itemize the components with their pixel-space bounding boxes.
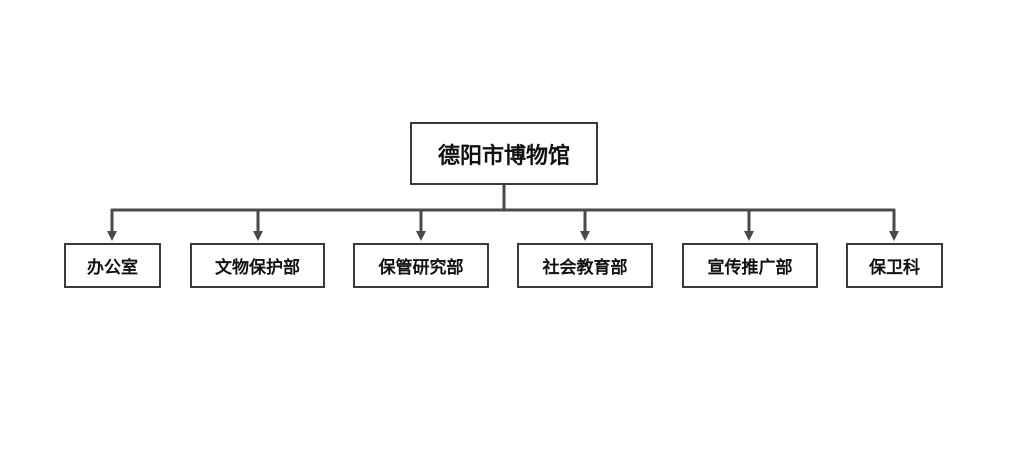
root-node-label: 德阳市博物馆	[437, 143, 570, 169]
department-node-relic-protection: 文物保护部	[190, 243, 325, 288]
department-label: 社会教育部	[542, 258, 628, 278]
department-label: 文物保护部	[215, 258, 300, 278]
department-label: 保管研究部	[378, 258, 464, 278]
department-label: 办公室	[87, 258, 138, 278]
root-node: 德阳市博物馆	[410, 122, 598, 185]
department-node-office: 办公室	[64, 243, 161, 288]
department-label: 保卫科	[869, 258, 920, 278]
department-node-social-education: 社会教育部	[517, 243, 653, 288]
department-node-collection-research: 保管研究部	[353, 243, 489, 288]
department-node-publicity: 宣传推广部	[682, 243, 818, 288]
department-node-security: 保卫科	[846, 243, 943, 288]
department-label: 宣传推广部	[707, 258, 793, 278]
